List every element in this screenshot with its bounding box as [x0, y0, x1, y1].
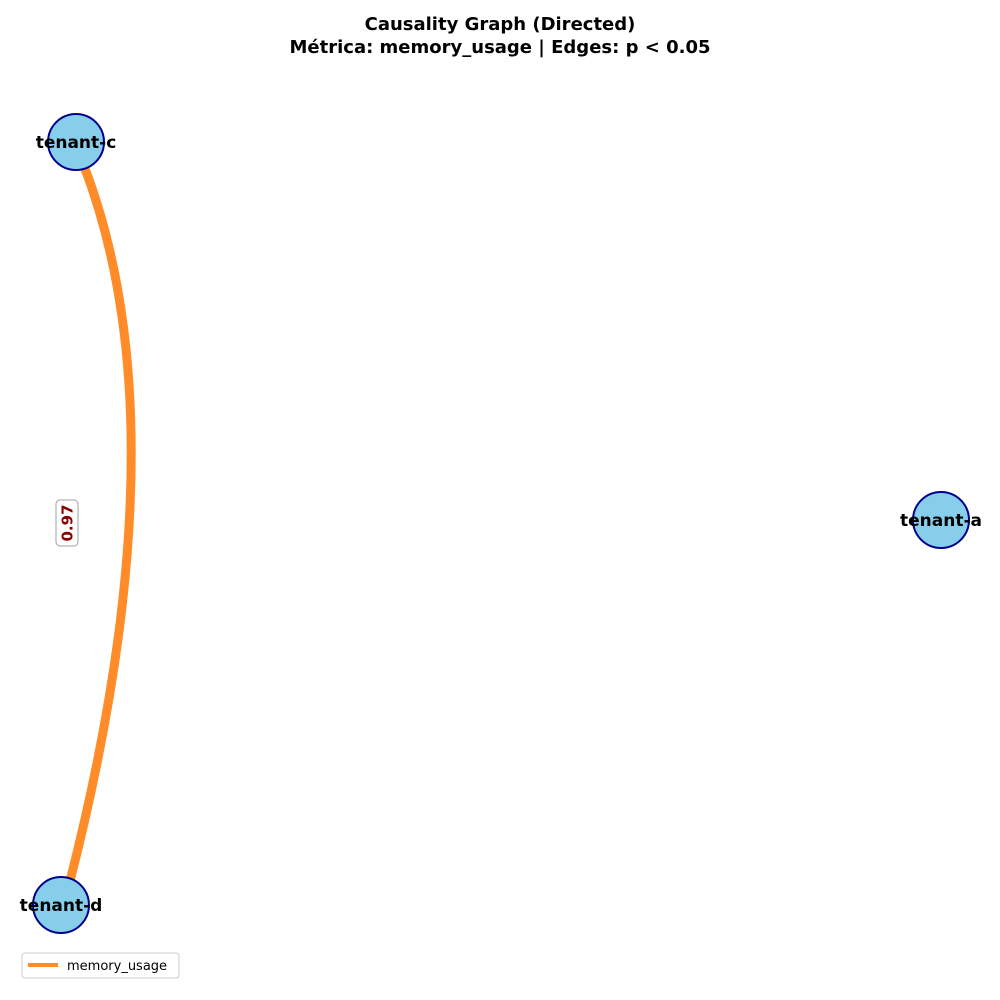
- edge-tenant-c-to-tenant-d: [65, 164, 136, 883]
- node-circle: [912, 491, 970, 549]
- node-circle: [32, 876, 90, 934]
- node-label: tenant-a: [900, 511, 982, 531]
- node-label: tenant-d: [20, 896, 103, 916]
- edge-weight-label-box: [55, 499, 79, 547]
- edge-weight-label: 0.97: [55, 499, 79, 547]
- node-tenant-c[interactable]: tenant-c: [36, 113, 117, 171]
- legend-label-memory-usage: memory_usage: [67, 959, 167, 974]
- legend-frame: [21, 952, 180, 979]
- node-tenant-a[interactable]: tenant-a: [900, 491, 982, 549]
- node-tenant-d[interactable]: tenant-d: [20, 876, 103, 934]
- node-label: tenant-c: [36, 133, 117, 153]
- graph-title-line-1: Causality Graph (Directed): [365, 14, 636, 35]
- legend: memory_usage: [21, 952, 180, 979]
- edge-weight-value: 0.97: [59, 504, 77, 541]
- graph-title-line-2: Métrica: memory_usage | Edges: p < 0.05: [290, 37, 711, 58]
- node-circle: [47, 113, 105, 171]
